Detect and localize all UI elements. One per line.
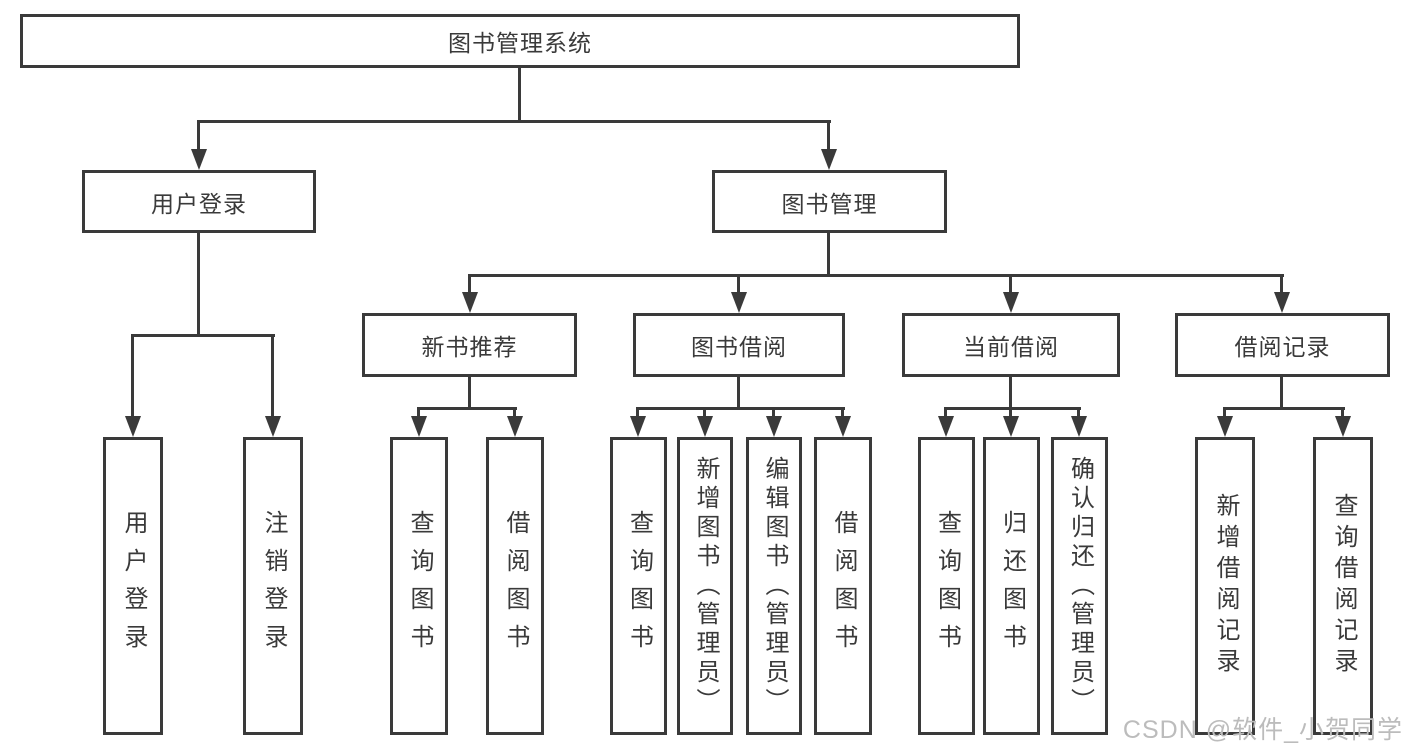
connector-line xyxy=(417,407,517,410)
connector-line xyxy=(518,68,521,123)
arrow-down-icon xyxy=(1071,416,1087,437)
arrow-down-icon xyxy=(125,416,141,437)
connector-line xyxy=(827,233,830,277)
connector-line xyxy=(468,274,1284,277)
leaf-user-login: 用户登录 xyxy=(103,437,163,735)
connector-line xyxy=(197,120,831,123)
leaf-bb-query-books-label: 查询图书 xyxy=(625,510,653,662)
leaf-logout: 注销登录 xyxy=(243,437,303,735)
connector-line xyxy=(1223,407,1345,410)
arrow-down-icon xyxy=(1003,292,1019,313)
node-root-label: 图书管理系统 xyxy=(448,30,592,56)
arrow-down-icon xyxy=(731,292,747,313)
node-book-management-label: 图书管理 xyxy=(781,190,878,217)
leaf-bb-borrow-books-label: 借阅图书 xyxy=(830,510,857,662)
arrow-down-icon xyxy=(1003,416,1019,437)
connector-line xyxy=(737,377,740,410)
arrow-down-icon xyxy=(411,416,427,437)
connector-line xyxy=(1077,407,1080,421)
connector-line xyxy=(271,334,274,420)
node-new-book-recommend: 新书推荐 xyxy=(362,313,577,377)
connector-line xyxy=(1341,407,1344,421)
arrow-down-icon xyxy=(821,149,837,170)
connector-line xyxy=(1280,274,1283,296)
connector-line xyxy=(131,334,134,420)
arrow-down-icon xyxy=(1217,416,1233,437)
node-current-borrow-label: 当前借阅 xyxy=(963,334,1059,360)
leaf-cb-return-books-label: 归还图书 xyxy=(998,510,1026,662)
node-book-borrow-label: 图书借阅 xyxy=(691,334,787,360)
connector-line xyxy=(772,407,775,421)
connector-line xyxy=(841,407,844,421)
leaf-br-query-record: 查询借阅记录 xyxy=(1313,437,1373,735)
arrow-down-icon xyxy=(1274,292,1290,313)
connector-line xyxy=(944,407,1081,410)
leaf-bb-borrow-books: 借阅图书 xyxy=(814,437,872,735)
arrow-down-icon xyxy=(766,416,782,437)
node-current-borrow: 当前借阅 xyxy=(902,313,1120,377)
node-user-login-label: 用户登录 xyxy=(151,190,247,217)
leaf-nb-query-books-label: 查询图书 xyxy=(406,510,433,662)
connector-line xyxy=(703,407,706,421)
arrow-down-icon xyxy=(630,416,646,437)
leaf-logout-label: 注销登录 xyxy=(260,510,287,662)
leaf-cb-confirm-return-admin-label: 确认归还（管理员） xyxy=(1066,455,1094,717)
leaf-br-add-record-label: 新增借阅记录 xyxy=(1212,493,1239,679)
connector-line xyxy=(1009,377,1012,410)
connector-line xyxy=(1280,377,1283,410)
arrow-down-icon xyxy=(462,292,478,313)
leaf-cb-return-books: 归还图书 xyxy=(983,437,1040,735)
arrow-down-icon xyxy=(191,149,207,170)
connector-line xyxy=(737,274,740,296)
connector-line xyxy=(636,407,845,410)
leaf-nb-borrow-books-label: 借阅图书 xyxy=(502,510,529,662)
leaf-br-add-record: 新增借阅记录 xyxy=(1195,437,1255,735)
connector-line xyxy=(468,377,471,410)
arrow-down-icon xyxy=(835,416,851,437)
arrow-down-icon xyxy=(1335,416,1351,437)
leaf-bb-add-books-admin-label: 新增图书（管理员） xyxy=(692,455,719,717)
connector-line xyxy=(197,233,200,337)
node-borrow-records: 借阅记录 xyxy=(1175,313,1390,377)
connector-line xyxy=(1009,407,1012,421)
node-root: 图书管理系统 xyxy=(20,14,1020,68)
leaf-br-query-record-label: 查询借阅记录 xyxy=(1330,493,1357,679)
connector-line xyxy=(944,407,947,421)
leaf-cb-query-books-label: 查询图书 xyxy=(933,510,961,662)
connector-line xyxy=(1009,274,1012,296)
leaf-bb-edit-books-admin-label: 编辑图书（管理员） xyxy=(761,455,788,717)
leaf-user-login-label: 用户登录 xyxy=(120,510,147,662)
leaf-cb-confirm-return-admin: 确认归还（管理员） xyxy=(1051,437,1108,735)
connector-line xyxy=(468,274,471,296)
connector-line xyxy=(417,407,420,421)
connector-line xyxy=(636,407,639,421)
node-book-management: 图书管理 xyxy=(712,170,947,233)
leaf-bb-query-books: 查询图书 xyxy=(610,437,667,735)
connector-line xyxy=(131,334,275,337)
connector-line xyxy=(1223,407,1226,421)
connector-line xyxy=(827,120,830,153)
leaf-nb-borrow-books: 借阅图书 xyxy=(486,437,544,735)
arrow-down-icon xyxy=(697,416,713,437)
watermark: CSDN @软件_小贺同学 xyxy=(1122,716,1403,744)
arrow-down-icon xyxy=(507,416,523,437)
connector-line xyxy=(513,407,516,421)
arrow-down-icon xyxy=(938,416,954,437)
connector-line xyxy=(197,120,200,153)
node-borrow-records-label: 借阅记录 xyxy=(1234,334,1331,360)
leaf-bb-add-books-admin: 新增图书（管理员） xyxy=(677,437,733,735)
arrow-down-icon xyxy=(265,416,281,437)
node-new-book-recommend-label: 新书推荐 xyxy=(421,334,518,360)
leaf-bb-edit-books-admin: 编辑图书（管理员） xyxy=(746,437,802,735)
node-book-borrow: 图书借阅 xyxy=(633,313,845,377)
leaf-nb-query-books: 查询图书 xyxy=(390,437,448,735)
leaf-cb-query-books: 查询图书 xyxy=(918,437,975,735)
node-user-login: 用户登录 xyxy=(82,170,316,233)
